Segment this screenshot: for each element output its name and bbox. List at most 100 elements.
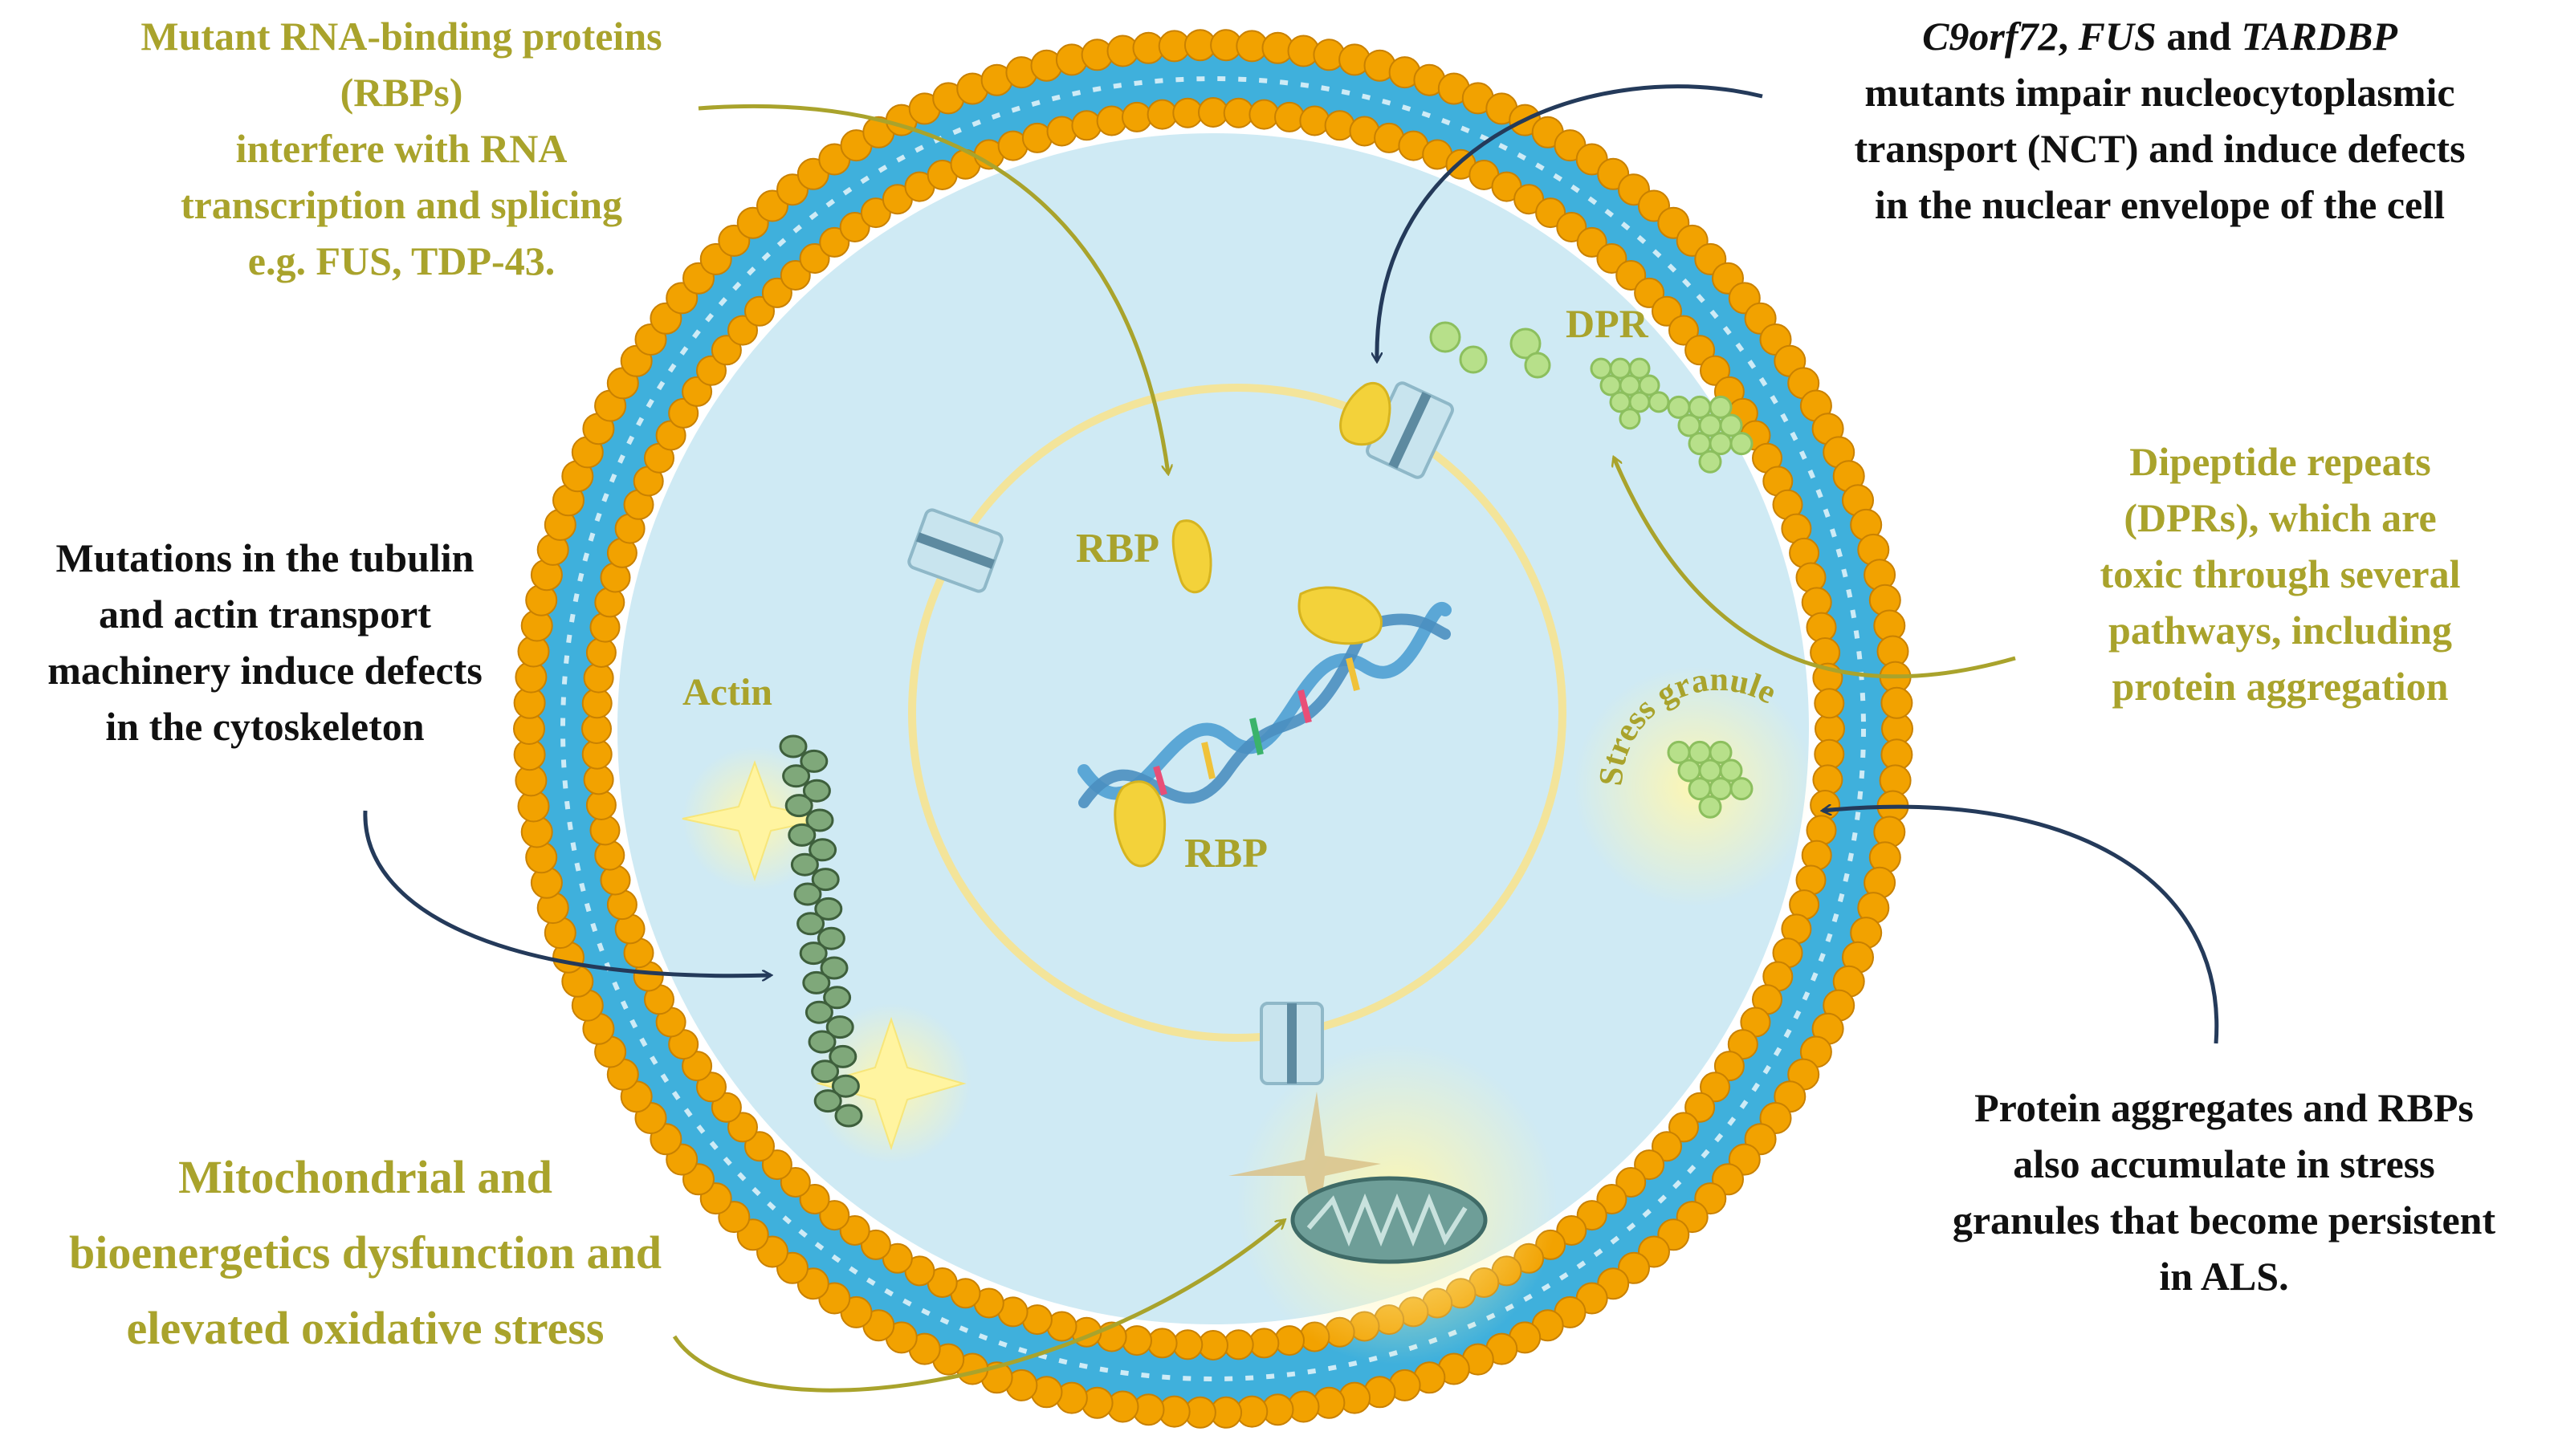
aggregate-bead <box>1599 374 1622 397</box>
actin-monomer <box>817 926 845 950</box>
actin-monomer <box>811 1059 840 1084</box>
lipid-head <box>1576 1200 1607 1231</box>
actin-monomer <box>820 956 849 980</box>
lipid-head <box>1806 815 1837 846</box>
actin-monomer <box>799 942 828 966</box>
aggregate-bead <box>1677 759 1701 783</box>
lipid-head <box>589 815 621 846</box>
lipid-head <box>1596 1184 1627 1214</box>
lipid-head <box>1223 97 1254 128</box>
lipid-head <box>1198 1330 1228 1360</box>
lipid-head <box>1795 562 1827 593</box>
actin-monomer <box>811 868 840 892</box>
lipid-head <box>882 1242 913 1274</box>
lipid-head <box>581 688 613 719</box>
rbp-icon-dna-bottom <box>1114 780 1167 868</box>
lipid-head <box>819 1200 850 1231</box>
lipid-head <box>1812 764 1843 795</box>
aggregate-bead <box>1628 357 1651 380</box>
aggregate-bead <box>1719 759 1743 783</box>
lipid-head <box>1815 714 1845 744</box>
actin-monomer <box>788 823 817 847</box>
aggregate-bead <box>1619 408 1641 430</box>
lipid-head <box>682 1051 713 1082</box>
aggregate-bead <box>1648 391 1670 413</box>
aggregate-bead <box>1667 395 1691 419</box>
lipid-head <box>594 840 625 871</box>
lipid-head <box>711 1092 742 1123</box>
aggregate-bead <box>1719 413 1743 437</box>
lipid-head <box>1810 637 1841 668</box>
annotation-dpr: Dipeptide repeats (DPRs), which are toxi… <box>2100 439 2461 709</box>
actin-monomer <box>796 912 825 936</box>
aggregate-bead <box>1698 795 1722 819</box>
lipid-head <box>600 864 631 896</box>
actin-label: Actin <box>682 671 772 714</box>
lipid-head <box>1046 116 1077 147</box>
lipid-head <box>1596 243 1627 274</box>
lipid-head <box>696 1072 727 1103</box>
lipid-head <box>589 612 621 643</box>
actin-monomer <box>831 1074 860 1098</box>
actin-filament-icon <box>779 734 863 1128</box>
lipid-head <box>581 714 612 744</box>
aggregate-bead <box>1667 740 1691 764</box>
dna-helix-icon <box>1077 601 1452 808</box>
protein-aggregate-icon-2 <box>1667 395 1754 474</box>
protein-aggregate-icon-1 <box>1590 357 1670 430</box>
burst-icon <box>1228 1092 1381 1236</box>
lipid-head <box>1801 840 1832 871</box>
lipid-head <box>839 212 870 242</box>
rbp-icon-nucleoplasm <box>1171 519 1212 593</box>
lipid-head <box>585 790 617 820</box>
annotation-cytoskeleton: Mutations in the tubulin and actin trans… <box>47 535 483 749</box>
lipid-head <box>711 335 742 366</box>
actin-monomer <box>779 734 808 759</box>
arrow-stress <box>1823 807 2219 1044</box>
lipid-head <box>1668 1112 1699 1143</box>
lipid-head <box>581 738 613 770</box>
lipid-head <box>1880 686 1913 719</box>
actin-monomer <box>782 764 811 788</box>
actin-monomer <box>793 882 822 906</box>
nuclear-pore-bottom <box>1260 1002 1324 1085</box>
actin-monomer <box>808 1030 837 1054</box>
aggregate-bead <box>1688 395 1712 419</box>
lipid-head <box>860 197 891 229</box>
dpr-beads-icon <box>1429 321 1551 379</box>
lipid-head <box>839 1215 870 1246</box>
annotation-mutant-rbp: Mutant RNA-binding proteins (RBPs) inter… <box>141 14 662 283</box>
actin-monomer <box>802 779 831 803</box>
aggregate-bead <box>1729 432 1754 456</box>
lipid-head <box>1096 105 1127 136</box>
aggregate-bead <box>1590 357 1612 380</box>
lipid-head <box>1248 1328 1280 1359</box>
annotation-stress-granules: Protein aggregates and RBPs also accumul… <box>1952 1085 2496 1299</box>
actin-monomer <box>814 897 843 921</box>
lipid-head <box>1700 355 1730 386</box>
annotation-mitochondria: Mitochondrial and bioenergetics dysfunct… <box>69 1151 662 1354</box>
lipid-head <box>583 764 614 795</box>
aggregate-bead <box>1698 449 1722 474</box>
actin-monomer <box>790 852 819 876</box>
actin-monomer <box>804 1000 833 1024</box>
lipid-head <box>1513 184 1545 215</box>
lipid-head <box>1122 101 1152 132</box>
lipid-head <box>1299 105 1330 136</box>
lipid-head <box>1147 1328 1178 1359</box>
lipid-head <box>1071 110 1102 141</box>
aggregate-bead <box>1688 740 1712 764</box>
nucleus-envelope <box>908 384 1566 1042</box>
actin-monomer <box>802 970 831 994</box>
lipid-head <box>1535 197 1566 229</box>
aggregate-bead <box>1709 395 1733 419</box>
lipid-head <box>668 397 699 429</box>
lipid-head <box>1615 1167 1647 1198</box>
lipid-head <box>1556 212 1587 242</box>
lipid-head <box>1684 1092 1716 1123</box>
lipid-head <box>799 1184 830 1214</box>
annotation-nct-genes: C9orf72, FUS and TARDBP <box>1922 14 2397 59</box>
actin-monomer <box>825 1015 854 1039</box>
